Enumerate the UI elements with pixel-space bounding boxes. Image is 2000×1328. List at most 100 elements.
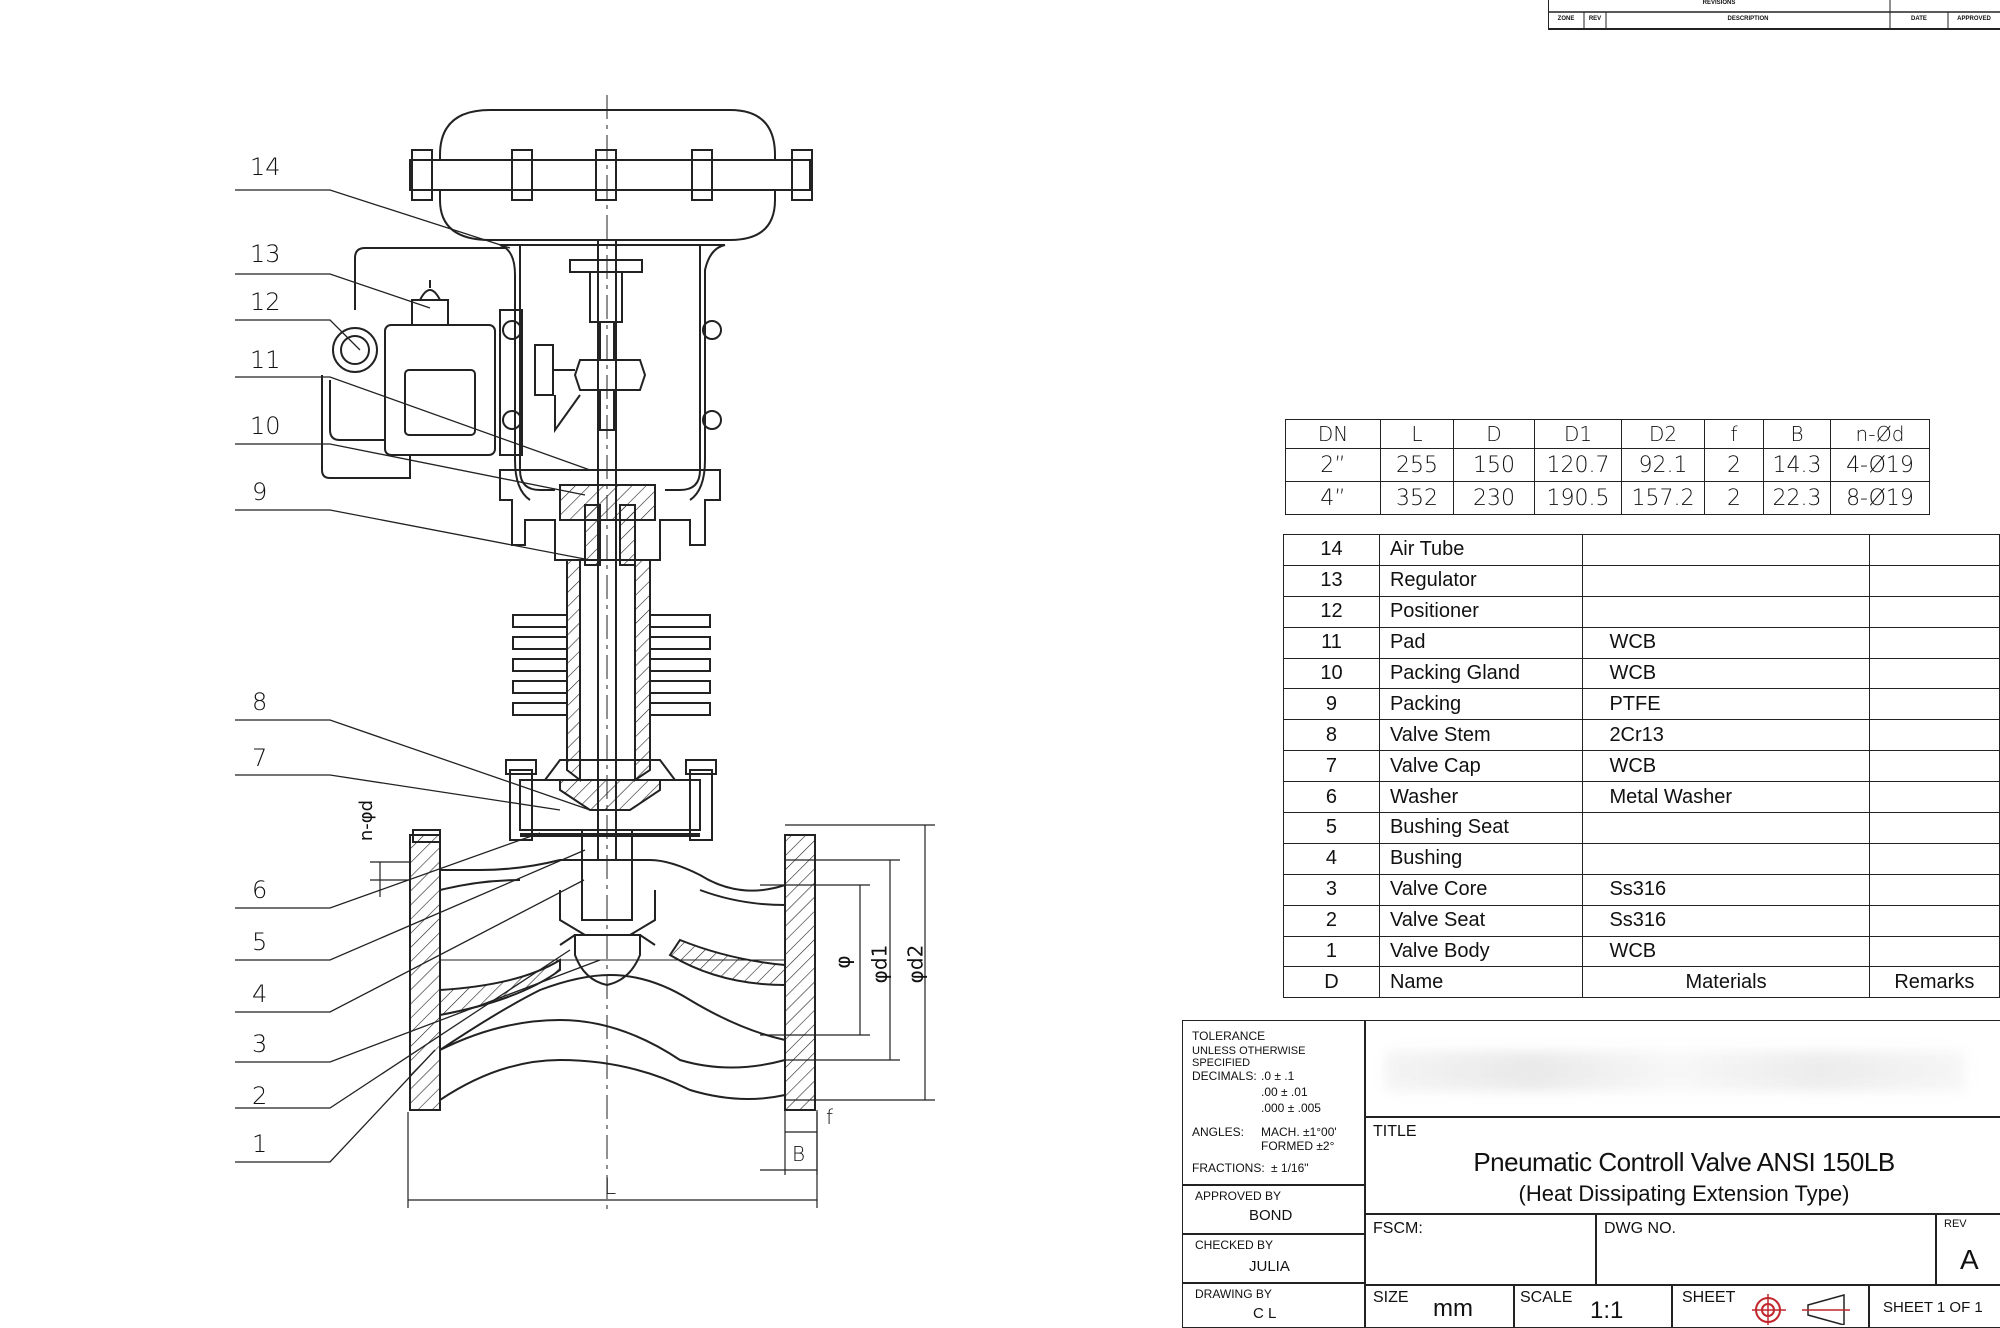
dim-cell: 92.1: [1621, 448, 1705, 482]
callout-11: 11: [250, 346, 281, 374]
part-material: PTFE: [1582, 688, 1870, 721]
part-name: Regulator: [1378, 564, 1584, 597]
part-number: 11: [1283, 626, 1380, 659]
dim-cell: 150: [1453, 448, 1535, 482]
dim-cell: 190.5: [1534, 481, 1622, 515]
dim-header-dn: DN: [1285, 419, 1381, 449]
dim-header-l: L: [1380, 419, 1454, 449]
rev-value: A: [1960, 1244, 1979, 1275]
part-material: Ss316: [1582, 904, 1870, 937]
part-remarks: [1868, 719, 2000, 752]
callout-5: 5: [252, 928, 268, 956]
approved-by-value: BOND: [1249, 1207, 1293, 1224]
part-remarks: Remarks: [1868, 966, 2000, 999]
part-name: Valve Stem: [1378, 719, 1584, 752]
dim-cell: 157.2: [1621, 481, 1705, 515]
part-name: Air Tube: [1378, 534, 1584, 566]
stem-connector: [573, 359, 647, 391]
dimension-table-header: DN L D D1 D2 f B n-Ød: [1285, 419, 1930, 449]
scale-value: 1:1: [1590, 1297, 1624, 1324]
part-remarks: [1868, 873, 2000, 906]
valve-drawing: [235, 95, 935, 1210]
dimension-table: DN L D D1 D2 f B n-Ød 2” 255 150 120.7 9…: [1285, 419, 1930, 515]
yoke-left: [519, 245, 555, 491]
approved-cell: APPROVED BY BOND: [1182, 1184, 1366, 1235]
dwg-no-label: DWG NO.: [1604, 1220, 1676, 1237]
part-number: D: [1283, 966, 1380, 999]
tolerance-label: TOLERANCE: [1192, 1029, 1266, 1043]
dimension-lines: [370, 824, 935, 1208]
tolerance-cell: TOLERANCE UNLESS OTHERWISE SPECIFIED DEC…: [1182, 1020, 1366, 1186]
part-remarks: [1868, 534, 2000, 566]
positioner-box: [384, 324, 496, 456]
revisions-grid: [1547, 0, 2000, 30]
part-remarks: [1868, 626, 2000, 659]
checked-by-label: CHECKED BY: [1195, 1238, 1274, 1252]
revisions-title: REVISIONS: [1702, 0, 1736, 6]
dim-cell: 8-Ø19: [1830, 481, 1930, 515]
yoke-right: [665, 245, 701, 491]
part-remarks: [1868, 688, 2000, 721]
dim-label-phi-d1: φd1: [867, 944, 892, 984]
part-name: Positioner: [1378, 595, 1584, 628]
part-number: 12: [1283, 595, 1380, 628]
revisions-block: REVISIONS ZONE REV DESCRIPTION DATE APPR…: [1547, 0, 2000, 30]
revisions-header-approved: APPROVED: [1957, 16, 1991, 22]
drawing-subtitle: (Heat Dissipating Extension Type): [1518, 1181, 1850, 1206]
revisions-header-date: DATE: [1911, 16, 1927, 22]
actuator-upper-casing: [439, 109, 776, 161]
part-name: Bushing: [1378, 842, 1584, 875]
fscm-cell: FSCM:: [1364, 1213, 1597, 1286]
part-number: 2: [1283, 904, 1380, 937]
part-remarks: [1868, 812, 2000, 844]
dim-cell: 120.7: [1534, 448, 1622, 482]
dim-cell: 14.3: [1763, 448, 1831, 482]
part-name: Packing Gland: [1378, 657, 1584, 690]
part-name: Name: [1378, 966, 1584, 999]
dim-header-f: f: [1704, 419, 1764, 449]
part-name: Bushing Seat: [1378, 812, 1584, 844]
rev-cell: REV A: [1935, 1213, 2000, 1286]
part-material: [1582, 842, 1870, 875]
part-material: [1582, 534, 1870, 566]
part-material: [1582, 812, 1870, 844]
cooling-fins: [512, 614, 711, 716]
rev-label: REV: [1944, 1218, 1967, 1230]
part-material: [1582, 595, 1870, 628]
dim-header-d2: D2: [1621, 419, 1705, 449]
air-tube: [354, 247, 505, 310]
size-cell: SIZE mm: [1364, 1284, 1515, 1328]
bushing: [581, 829, 633, 921]
part-material: Materials: [1582, 966, 1870, 999]
part-name: Washer: [1378, 781, 1584, 814]
part-remarks: [1868, 595, 2000, 628]
part-number: 10: [1283, 657, 1380, 690]
callout-14: 14: [250, 153, 281, 181]
part-number: 13: [1283, 564, 1380, 597]
logo-cell: [1364, 1020, 2000, 1118]
callout-3: 3: [252, 1030, 268, 1058]
revisions-header-rev: REV: [1588, 16, 1602, 22]
part-number: 7: [1283, 750, 1380, 783]
part-number: 5: [1283, 812, 1380, 844]
part-name: Valve Body: [1378, 935, 1584, 968]
part-remarks: [1868, 750, 2000, 783]
part-number: 6: [1283, 781, 1380, 814]
sheet-value: SHEET 1 OF 1: [1883, 1299, 1983, 1316]
part-material: WCB: [1582, 626, 1870, 659]
drawing-by-label: DRAWING BY: [1195, 1287, 1272, 1301]
title-cell: TITLE Pneumatic Controll Valve ANSI 150L…: [1364, 1116, 2000, 1215]
dim-cell: 4-Ø19: [1830, 448, 1930, 482]
angles-2: FORMED ±2°: [1261, 1139, 1335, 1153]
decimals-2: .00 ± .01: [1261, 1085, 1308, 1099]
